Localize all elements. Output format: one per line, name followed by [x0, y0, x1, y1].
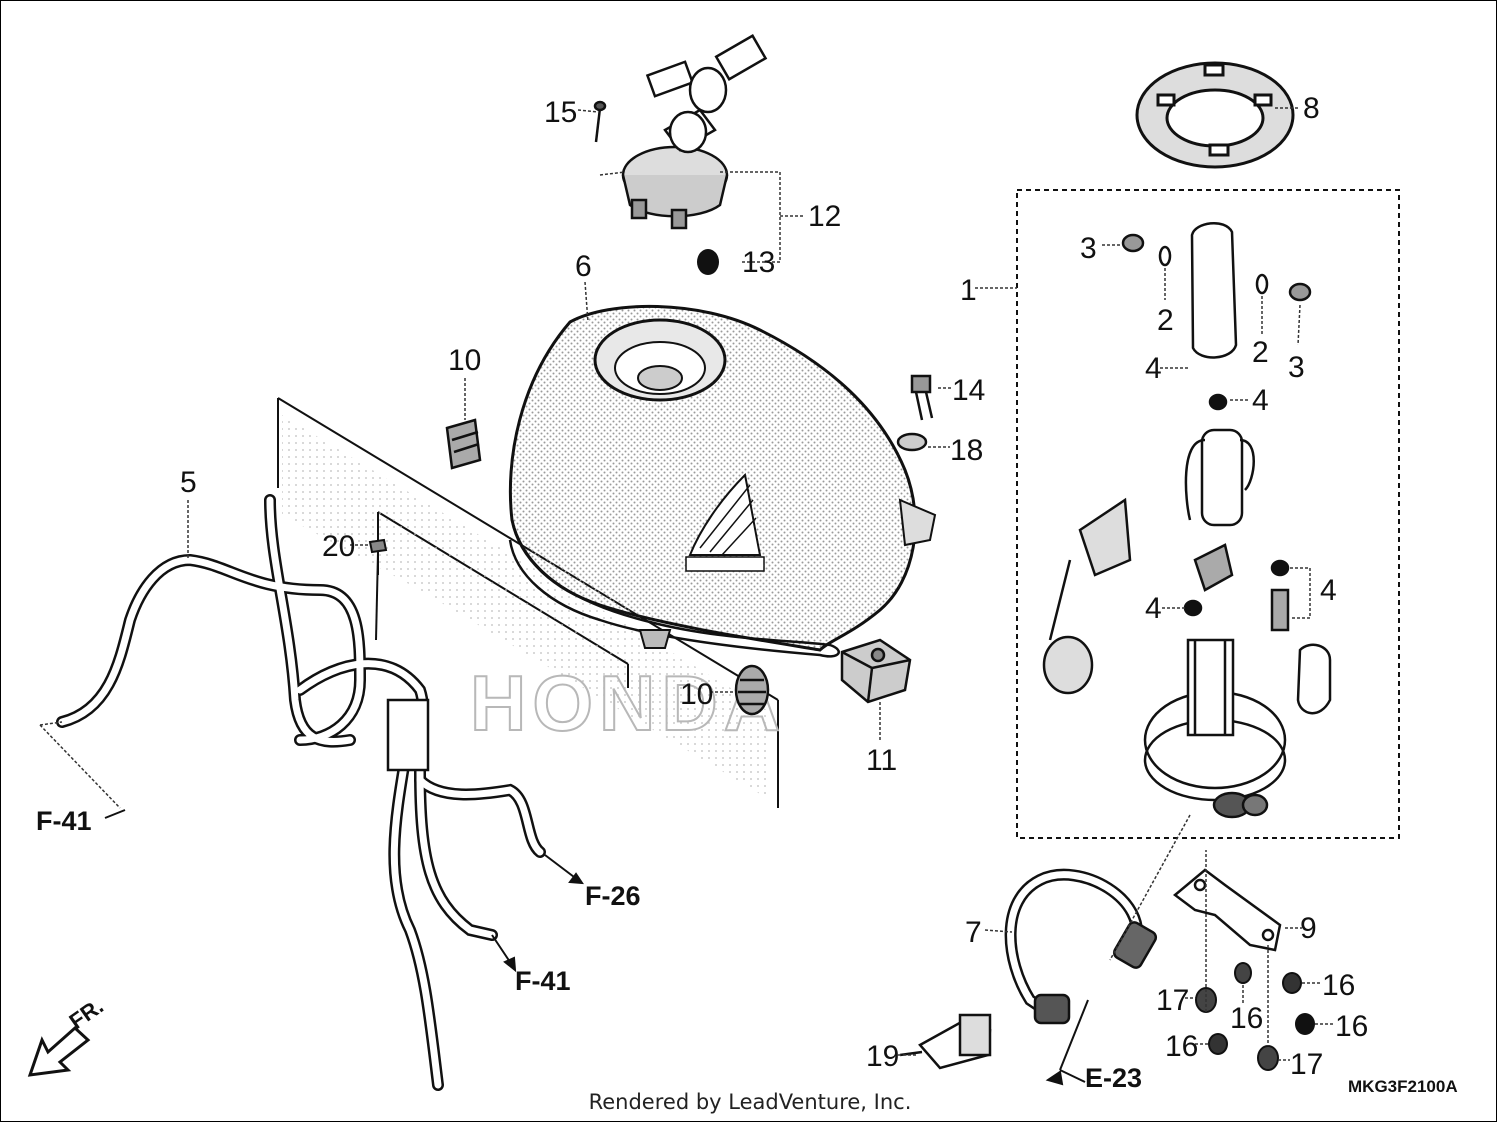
callout-2a: 2 [1157, 304, 1174, 337]
render-credit: Rendered by LeadVenture, Inc. [588, 1090, 912, 1114]
callout-17b: 17 [1290, 1048, 1323, 1081]
reference-arrows [104, 809, 1089, 1086]
set-ring-8 [1135, 61, 1295, 169]
fuel-pump-internals [1042, 222, 1332, 819]
callout-15: 15 [544, 96, 577, 129]
bolt-14 [910, 374, 934, 421]
callout-12: 12 [808, 200, 841, 233]
nuts-16-17 [1195, 962, 1315, 1071]
callout-6: 6 [575, 250, 592, 283]
callout-16d: 16 [1165, 1030, 1198, 1063]
callout-10b: 10 [680, 678, 713, 711]
fuel-pump-group-frame [1016, 189, 1400, 839]
callout-3a: 3 [1080, 232, 1097, 265]
callout-10a: 10 [448, 344, 481, 377]
grommet-10-lower [734, 664, 770, 716]
callout-18: 18 [950, 434, 983, 467]
callout-16a: 16 [1230, 1002, 1263, 1035]
callout-4a: 4 [1145, 352, 1162, 385]
ref-e23: E-23 [1085, 1063, 1142, 1093]
connector-19 [899, 1013, 992, 1070]
callout-4b: 4 [1252, 384, 1269, 417]
callout-20: 20 [322, 530, 355, 563]
callout-16c: 16 [1335, 1010, 1368, 1043]
screw-15 [593, 100, 607, 143]
diagram-code: MKG3F2100A [1348, 1077, 1458, 1096]
callout-13: 13 [742, 246, 775, 279]
callout-8: 8 [1303, 92, 1320, 125]
fuel-feed-hose-7-inner [1007, 871, 1141, 1013]
fuel-tank [508, 304, 937, 658]
callout-2b: 2 [1252, 336, 1269, 369]
section-plane-shading [282, 415, 770, 800]
leader-lines [39, 107, 1335, 1061]
callout-5: 5 [180, 466, 197, 499]
callout-19: 19 [866, 1040, 899, 1073]
callout-11: 11 [866, 744, 897, 777]
front-label: FR. [65, 993, 108, 1034]
plug-13 [697, 249, 719, 275]
callout-numbers: 1 2 2 3 3 4 4 4 4 5 6 7 8 9 10 10 11 12 … [180, 92, 1368, 1081]
mount-rubber-11 [840, 638, 912, 704]
callout-17a: 17 [1156, 984, 1189, 1017]
callout-9: 9 [1300, 912, 1317, 945]
brand-watermark: HONDA [470, 659, 786, 747]
washer-18 [896, 432, 928, 452]
callout-4c: 4 [1320, 574, 1337, 607]
hose-joint [386, 698, 430, 772]
clip-20 [368, 538, 388, 641]
callout-1: 1 [960, 274, 977, 307]
callout-4d: 4 [1145, 592, 1162, 625]
fuel-cap-assembly [621, 34, 768, 230]
grommet-10-upper [445, 418, 482, 470]
ref-f41-bottom: F-41 [515, 966, 571, 996]
reference-labels: F-41 F-41 F-26 E-23 [36, 806, 1142, 1093]
ref-f26: F-26 [585, 881, 641, 911]
callout-7: 7 [965, 916, 982, 949]
callout-14: 14 [952, 374, 985, 407]
ref-f41-left: F-41 [36, 806, 92, 836]
front-direction-arrow: FR. [27, 993, 108, 1077]
callout-16b: 16 [1322, 969, 1355, 1002]
bracket-9 [1172, 868, 1282, 952]
hose-connectors [1033, 921, 1158, 1025]
callout-3b: 3 [1288, 351, 1305, 384]
